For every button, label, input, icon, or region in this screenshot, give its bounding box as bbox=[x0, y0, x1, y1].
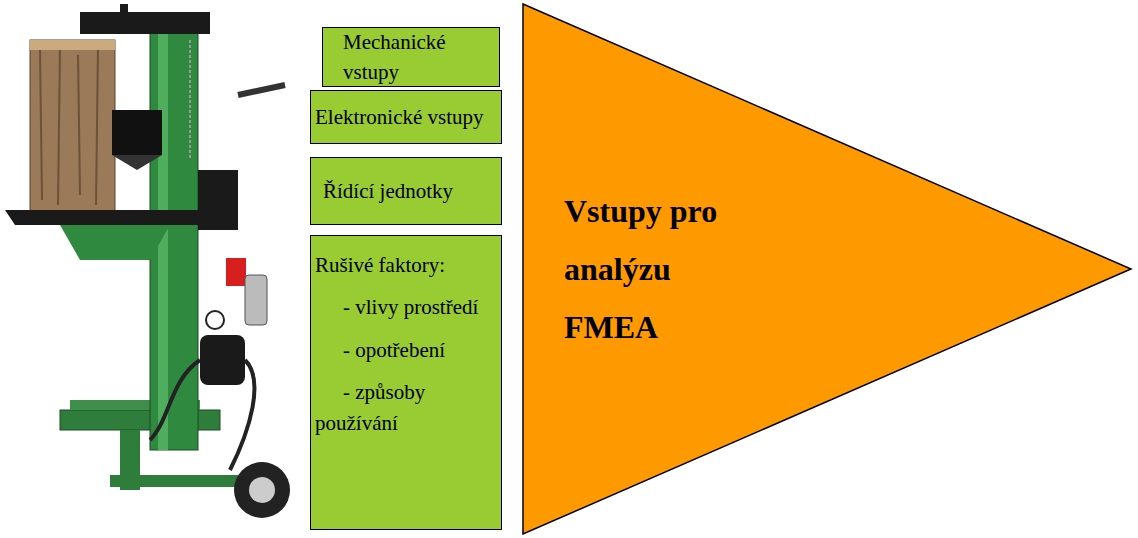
triangle-shape bbox=[523, 4, 1131, 534]
power-plug bbox=[226, 258, 246, 286]
top-plate bbox=[80, 12, 210, 34]
input-box: Elektronické vstupy bbox=[310, 90, 502, 144]
box-label: Elektronické vstupy bbox=[315, 102, 495, 132]
chain bbox=[189, 40, 191, 160]
table bbox=[5, 210, 215, 225]
table-support bbox=[60, 225, 170, 260]
oil-filter bbox=[245, 275, 267, 325]
log-top bbox=[30, 40, 115, 50]
motor bbox=[200, 335, 245, 385]
triangle-text-area: Vstupy pro analýzu FMEA bbox=[564, 182, 759, 356]
blade bbox=[112, 110, 162, 155]
input-box: Mechanické vstupy bbox=[322, 27, 500, 87]
list-item: - vlivy prostředí bbox=[315, 292, 495, 322]
log-bark bbox=[40, 45, 98, 205]
top-knob bbox=[120, 4, 128, 14]
handle bbox=[238, 85, 285, 95]
control-box bbox=[198, 170, 238, 230]
input-box: Rušivé faktory: - vlivy prostředí - opotře… bbox=[310, 235, 502, 530]
list-item: - opotřebení bbox=[315, 335, 495, 365]
wheel bbox=[234, 462, 290, 518]
base-leg bbox=[120, 430, 140, 490]
wheel-hub bbox=[249, 477, 275, 503]
list-item: - způsoby používání bbox=[315, 377, 495, 438]
input-box: Řídící jednotky bbox=[310, 157, 502, 225]
log-splitter-illustration bbox=[0, 0, 300, 538]
box-label: Rušivé faktory: bbox=[315, 250, 495, 280]
arrow-label: Vstupy pro analýzu FMEA bbox=[564, 182, 759, 356]
blade-edge bbox=[112, 155, 162, 170]
pressure-gauge bbox=[206, 311, 224, 329]
arrow-triangle: Vstupy pro analýzu FMEA bbox=[522, 3, 1133, 535]
box-label: Mechanické vstupy bbox=[343, 27, 491, 88]
box-label: Řídící jednotky bbox=[323, 176, 495, 206]
log bbox=[30, 40, 115, 212]
hydraulic-hose bbox=[150, 360, 254, 470]
